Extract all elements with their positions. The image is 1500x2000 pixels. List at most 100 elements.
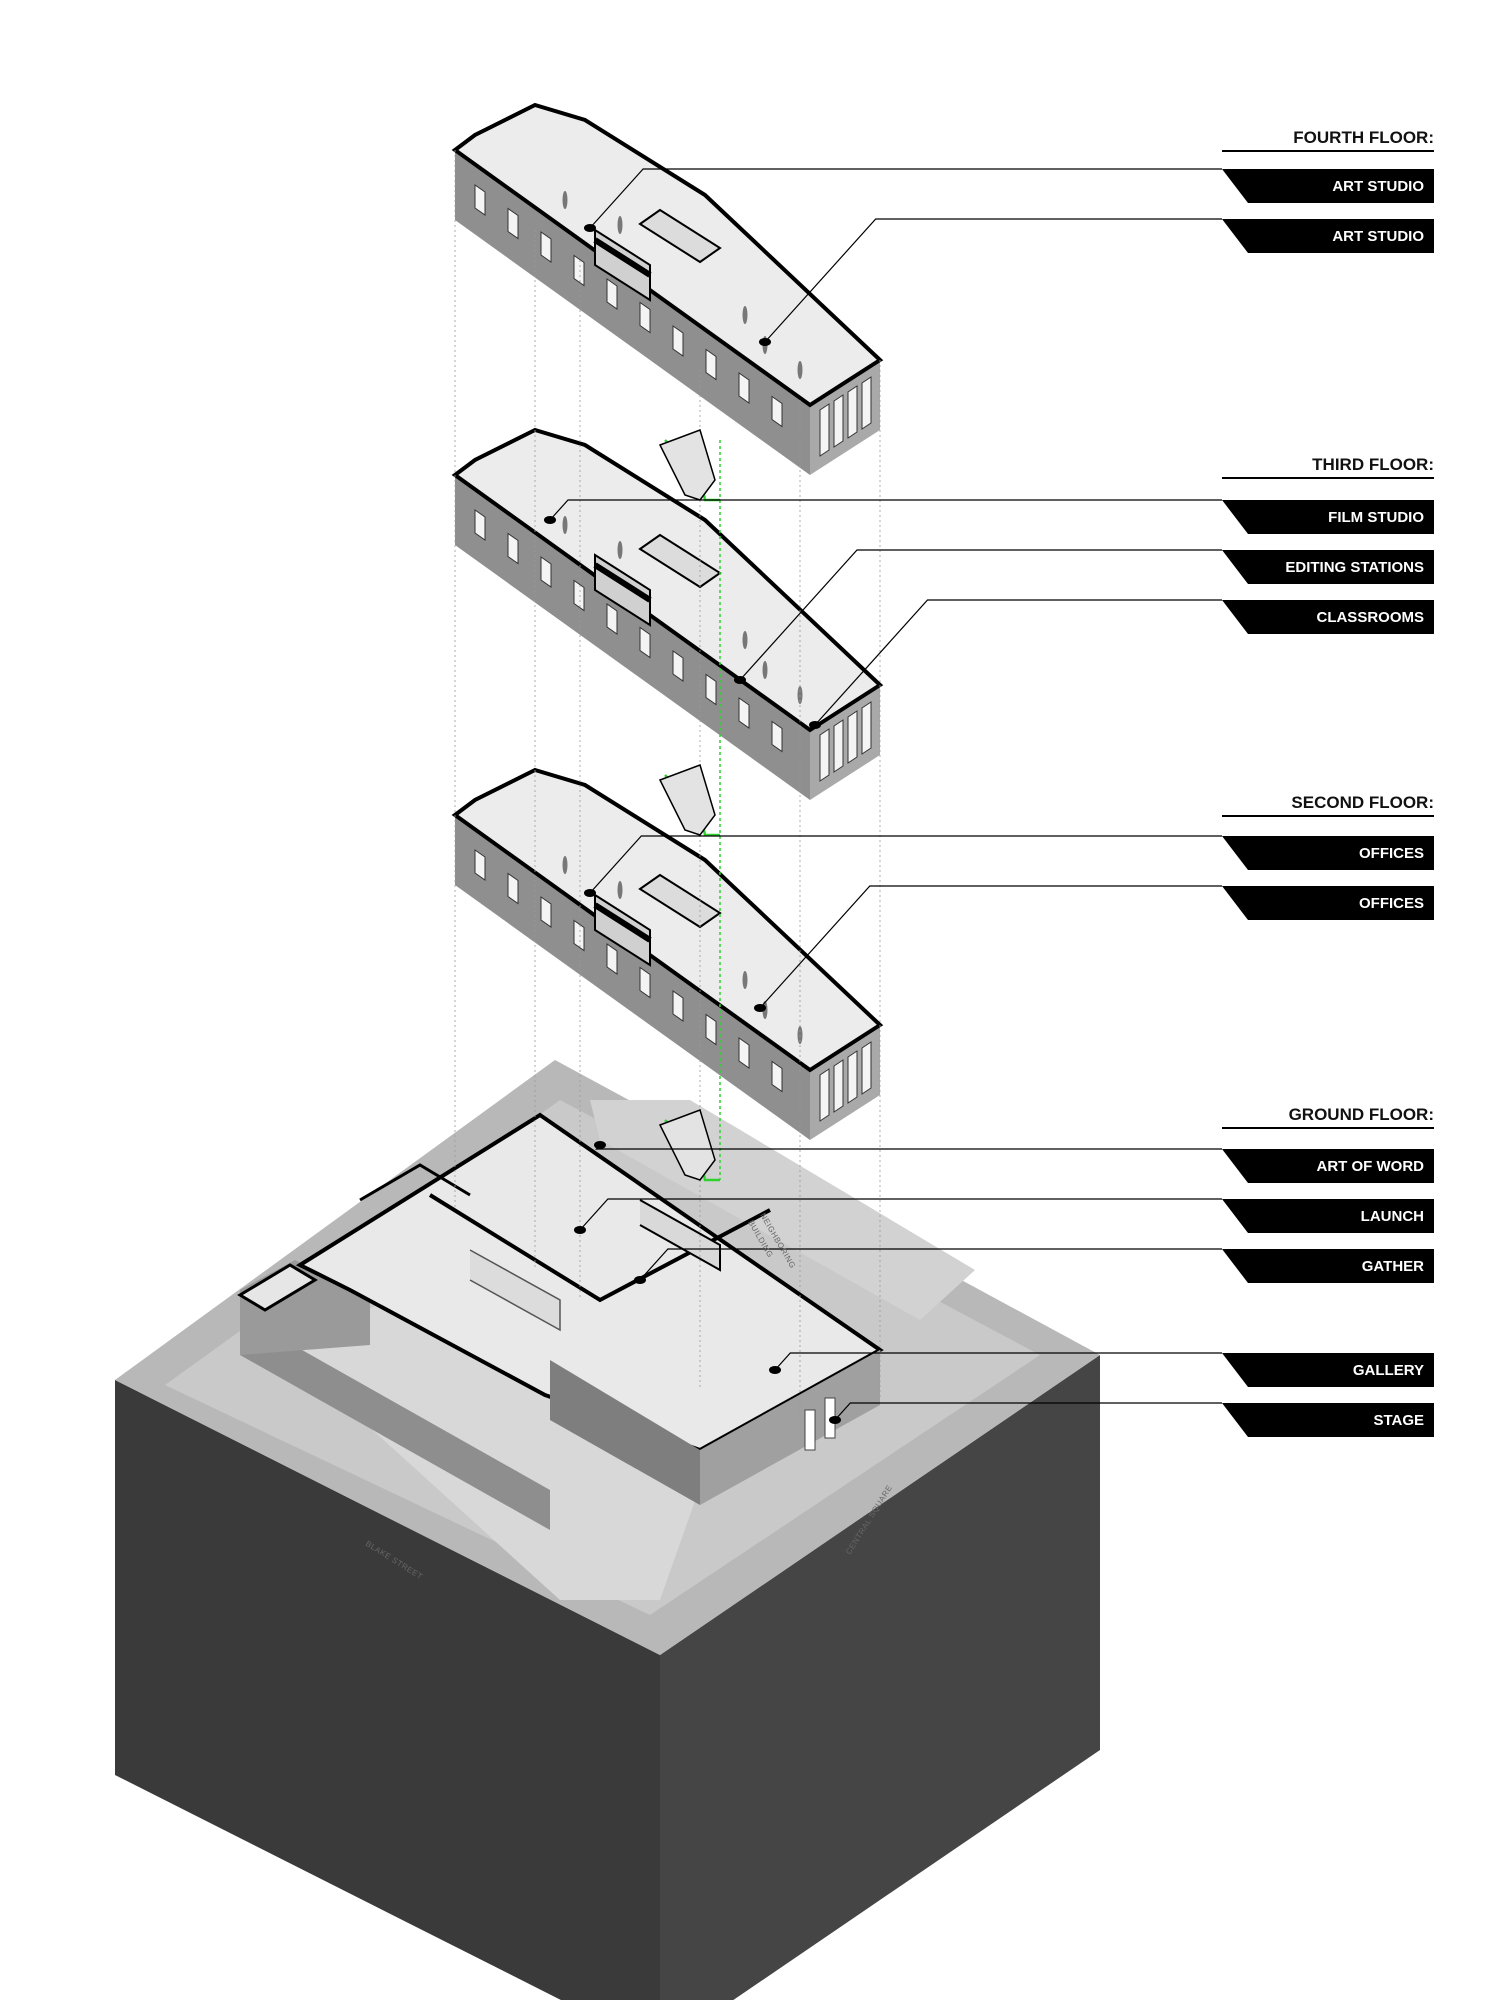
window xyxy=(573,919,585,952)
fourth-leader-dot-0 xyxy=(584,224,596,232)
base-right-face xyxy=(660,1355,1100,2000)
floor-plate xyxy=(451,427,884,733)
window xyxy=(738,1037,750,1069)
window xyxy=(705,673,717,706)
third-room-label-0: FILM STUDIO xyxy=(1328,509,1424,526)
wall-long xyxy=(455,475,810,800)
window xyxy=(861,376,872,430)
core-wall xyxy=(593,237,652,278)
fourth-room-tag-1 xyxy=(1222,219,1434,253)
room-labels: FOURTH FLOOR: ART STUDIO ART STUDIO THIRD F… xyxy=(1222,128,1434,1437)
window xyxy=(672,650,684,682)
ground-room-tag-4 xyxy=(1222,1403,1434,1437)
core-room xyxy=(638,208,722,264)
ground-leader-3 xyxy=(774,1352,1222,1371)
window xyxy=(540,231,552,263)
window xyxy=(672,325,684,357)
ground-leader-dot-1 xyxy=(574,1226,586,1234)
window xyxy=(738,697,750,729)
third-room-label-1: EDITING STATIONS xyxy=(1285,559,1424,576)
ground-room-label-2: GATHER xyxy=(1362,1258,1424,1275)
second-leader-0 xyxy=(589,835,1222,894)
ground-floor-title: GROUND FLOOR: xyxy=(1289,1105,1434,1124)
ground-leader-dot-3 xyxy=(769,1366,781,1374)
ground-leader-dot-2 xyxy=(634,1276,646,1284)
ground-room-label-3: GALLERY xyxy=(1353,1362,1424,1379)
window xyxy=(639,626,651,659)
window xyxy=(474,849,486,881)
third-room-tag-2 xyxy=(1222,600,1434,634)
ground-room-tag-2 xyxy=(1222,1249,1434,1283)
wall-long xyxy=(455,815,810,1140)
fourth-room-label-0: ART STUDIO xyxy=(1332,178,1424,195)
window xyxy=(507,532,519,565)
third-floor-title: THIRD FLOOR: xyxy=(1312,455,1434,474)
floor-plate xyxy=(451,767,884,1073)
window xyxy=(639,301,651,334)
fourth-floor-model xyxy=(451,102,884,475)
person-figure xyxy=(562,191,568,209)
core-wall xyxy=(593,562,652,603)
ground-room-tag-1 xyxy=(1222,1199,1434,1233)
third-leader-dot-1 xyxy=(734,676,746,684)
wall-long xyxy=(455,150,810,475)
person-figure xyxy=(742,306,748,324)
window xyxy=(833,394,844,448)
person-figure xyxy=(562,856,568,874)
second-floor-model xyxy=(451,767,884,1140)
second-room-label-0: OFFICES xyxy=(1359,845,1424,862)
ground-room-label-0: ART OF WORD xyxy=(1317,1158,1425,1175)
window xyxy=(847,1050,858,1104)
window xyxy=(705,348,717,381)
third-floor-model xyxy=(451,427,884,800)
ground-room-tag-0 xyxy=(1222,1149,1434,1183)
window xyxy=(507,872,519,905)
ground-room-label-1: LAUNCH xyxy=(1361,1208,1424,1225)
window xyxy=(474,509,486,541)
courtyard-lot xyxy=(290,1280,720,1600)
window xyxy=(606,943,618,975)
window xyxy=(606,603,618,635)
ground-leader-4 xyxy=(834,1402,1222,1421)
person-figure xyxy=(797,361,803,379)
ground-leader-2 xyxy=(639,1248,1222,1281)
person-figure xyxy=(742,971,748,989)
person-figure xyxy=(562,516,568,534)
second-room-tag-1 xyxy=(1222,886,1434,920)
window xyxy=(639,966,651,999)
second-leader-dot-0 xyxy=(584,889,596,897)
stair-model xyxy=(658,429,716,501)
window xyxy=(540,556,552,588)
window xyxy=(833,1059,844,1113)
person-figure xyxy=(617,881,623,899)
core-wall xyxy=(593,902,652,943)
ground-leader-1 xyxy=(579,1198,1222,1231)
third-leader-dot-0 xyxy=(544,516,556,524)
window xyxy=(771,395,783,428)
fourth-room-label-1: ART STUDIO xyxy=(1332,228,1424,245)
window xyxy=(474,184,486,216)
ground-room-label-4: STAGE xyxy=(1373,1412,1424,1429)
window xyxy=(819,1068,830,1122)
fourth-floor-title: FOURTH FLOOR: xyxy=(1293,128,1434,147)
fourth-leader-1 xyxy=(764,218,1222,343)
window xyxy=(507,207,519,240)
fourth-floor-label-group: FOURTH FLOOR: ART STUDIO ART STUDIO xyxy=(1222,128,1434,253)
third-room-tag-1 xyxy=(1222,550,1434,584)
window xyxy=(738,372,750,404)
third-room-label-2: CLASSROOMS xyxy=(1316,609,1424,626)
window xyxy=(705,1013,717,1046)
window xyxy=(847,710,858,764)
third-room-tag-0 xyxy=(1222,500,1434,534)
alignment-guides xyxy=(454,150,881,1420)
window xyxy=(573,254,585,287)
ground-room-tag-3 xyxy=(1222,1353,1434,1387)
leader-lines xyxy=(544,168,1222,1424)
window xyxy=(861,1041,872,1095)
window xyxy=(771,1060,783,1093)
stair-model xyxy=(658,1109,716,1181)
second-floor-title: SECOND FLOOR: xyxy=(1291,793,1434,812)
ground-leader-dot-0 xyxy=(594,1141,606,1149)
